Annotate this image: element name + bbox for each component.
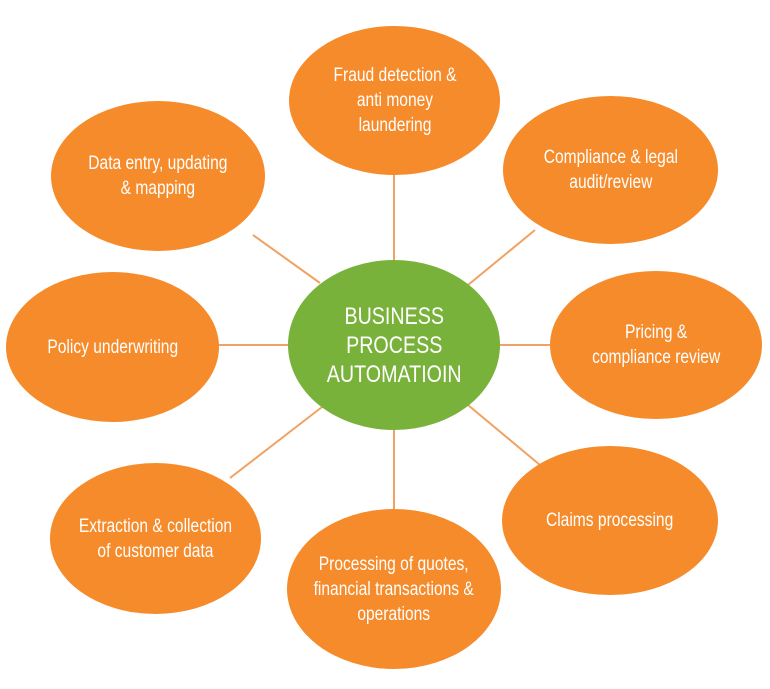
node-extraction-collection: Extraction & collection of customer data [50,463,261,614]
connector-data-entry [252,234,321,284]
node-data-entry: Data entry, updating & mapping [51,101,265,251]
node-processing-quotes-label: Processing of quotes, financial transact… [313,553,475,625]
node-pricing-label: Pricing & compliance review [591,322,721,368]
connector-compliance [467,229,536,286]
node-extraction-collection-label: Extraction & collection of customer data [78,515,233,562]
node-claims-processing: Claims processing [502,446,718,595]
node-compliance-legal: Compliance & legal audit/review [503,96,718,244]
node-fraud-detection-label: Fraud detection & anti money laundering [332,65,456,136]
node-claims-processing-label: Claims processing [546,510,674,531]
connector-claims [467,404,541,466]
node-pricing: Pricing & compliance review [550,271,762,419]
node-fraud-detection: Fraud detection & anti money laundering [289,26,500,175]
node-compliance-legal-label: Compliance & legal audit/review [543,147,678,193]
center-node-business-process-automation: BUSINESS PROCESS AUTOMATIOIN [288,260,500,430]
node-policy-underwriting: Policy underwriting [6,272,219,422]
node-data-entry-label: Data entry, updating & mapping [88,153,228,199]
node-policy-underwriting-label: Policy underwriting [47,336,178,358]
node-processing-quotes: Processing of quotes, financial transact… [287,509,501,669]
center-node-label: BUSINESS PROCESS AUTOMATIOIN [326,302,462,388]
connector-extraction [229,406,323,479]
